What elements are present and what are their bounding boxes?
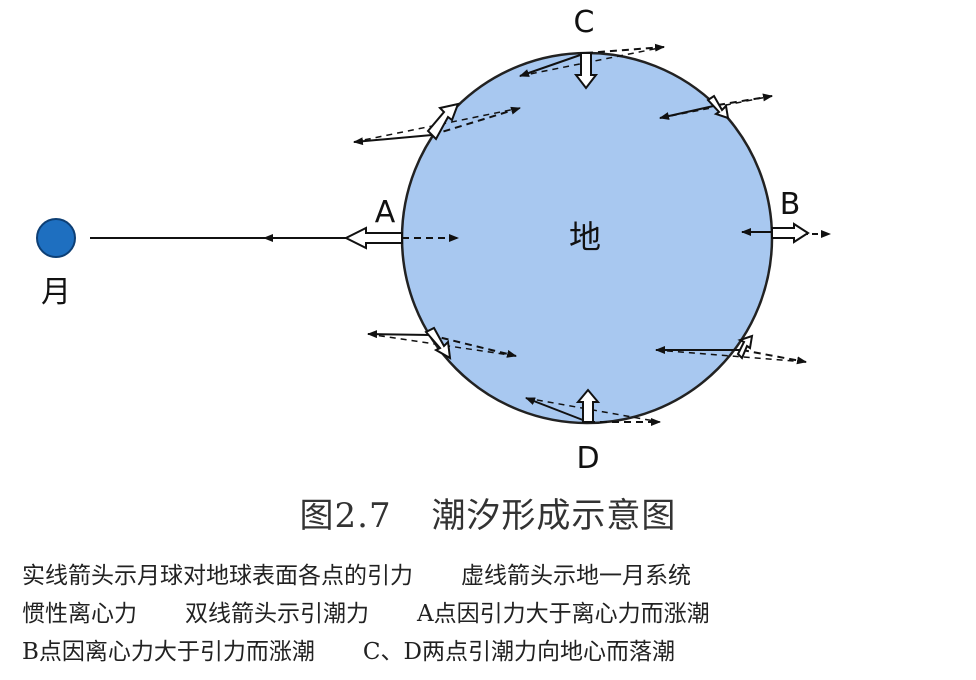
gravity-arrow — [367, 330, 431, 339]
caption-text: 双线箭头示引潮力 — [185, 601, 369, 627]
point-c-arrows — [519, 43, 665, 90]
caption-line: 实线箭头示月球对地球表面各点的引力 虚线箭头示地一月系统 — [22, 557, 972, 595]
point-d-arrows — [525, 388, 661, 426]
figure-number: 图2.7 — [299, 496, 392, 536]
caption-text: B点因离心力大于引力而涨潮 — [22, 639, 315, 665]
caption-text: 惯性离心力 — [22, 601, 137, 627]
upper-right-arrows — [659, 93, 773, 120]
dashed-connector — [655, 349, 807, 363]
moon-label: 月 — [41, 275, 71, 310]
centrifugal-arrow — [429, 334, 517, 358]
centrifugal-arrow — [431, 106, 521, 136]
point-a-arrows — [263, 226, 459, 250]
gravity-arrow — [659, 104, 719, 120]
point-c-label: C — [574, 5, 595, 40]
caption-line: B点因离心力大于引力而涨潮 C、D两点引潮力向地心而落潮 — [22, 633, 972, 671]
centrifugal-arrow — [585, 43, 665, 54]
gravity-arrow — [525, 397, 589, 423]
figure-name: 潮汐形成示意图 — [431, 496, 677, 536]
point-b-label: B — [780, 187, 801, 222]
tide-raising-arrow — [736, 334, 754, 360]
upper-left-arrows — [353, 102, 521, 146]
point-a-label: A — [375, 195, 396, 230]
tide-raising-arrow — [426, 102, 460, 141]
dashed-connector — [519, 46, 665, 77]
dashed-connector — [367, 333, 517, 357]
tide-raising-arrow — [771, 222, 810, 244]
gravity-arrow — [519, 52, 587, 77]
point-d-label: D — [576, 441, 599, 476]
tide-diagram: 月 地 A B C D — [36, 5, 831, 476]
tide-raising-arrow — [343, 226, 403, 250]
figure-caption: 实线箭头示月球对地球表面各点的引力 虚线箭头示地一月系统 惯性离心力 双线箭头示引潮… — [22, 557, 972, 671]
centrifugal-arrow — [741, 349, 807, 365]
tide-raising-arrow — [573, 52, 599, 90]
centrifugal-arrow — [717, 93, 773, 106]
moon — [36, 218, 76, 258]
caption-text: C、D两点引潮力向地心而落潮 — [362, 639, 675, 665]
caption-line: 惯性离心力 双线箭头示引潮力 A点因引力大于离心力而涨潮 — [22, 595, 972, 633]
caption-text: 虚线箭头示地一月系统 — [461, 563, 691, 589]
point-b-arrows — [741, 222, 831, 244]
tide-raising-arrow — [424, 326, 452, 360]
caption-text: 实线箭头示月球对地球表面各点的引力 — [22, 563, 413, 589]
caption-text: A点因引力大于离心力而涨潮 — [417, 601, 710, 627]
figure-title: 图2.7 潮汐形成示意图 — [0, 488, 976, 537]
earth-label: 地 — [569, 218, 601, 256]
lower-left-arrows — [367, 326, 517, 360]
tide-raising-arrow — [706, 94, 730, 120]
gravity-arrow — [353, 134, 433, 146]
tide-raising-arrow — [575, 388, 601, 423]
lower-right-arrows — [655, 334, 807, 365]
